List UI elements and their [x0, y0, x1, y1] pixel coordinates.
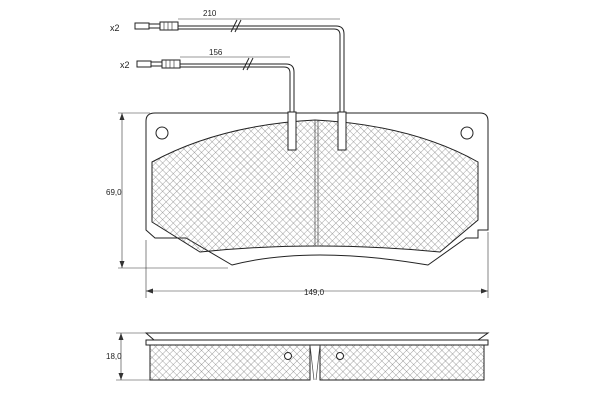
mounting-hole-left — [155, 126, 169, 140]
sensor-wire-210 — [134, 18, 345, 150]
dimension-thickness — [116, 332, 150, 381]
sensor-length-1: 210 — [203, 9, 217, 18]
sensor-qty-2: x2 — [120, 60, 130, 70]
width-label: 149,0 — [304, 288, 325, 297]
sensor-qty-1: x2 — [110, 23, 120, 33]
friction-block-right — [319, 344, 485, 381]
sensor-plug-210 — [134, 22, 150, 30]
pad-side-view — [144, 332, 490, 381]
sensor-wire-156 — [136, 56, 295, 150]
mounting-hole-right — [460, 126, 474, 140]
height-label: 69,0 — [106, 188, 122, 197]
backing-plate — [145, 112, 489, 266]
thickness-label: 18,0 — [106, 352, 122, 361]
dimension-height — [118, 112, 228, 269]
pad-front-view — [145, 111, 489, 266]
dimension-width — [145, 232, 489, 298]
sensor-length-2: 156 — [209, 48, 223, 57]
sensor-tip-210 — [337, 111, 347, 151]
backing-plate-edge — [144, 332, 490, 341]
friction-block-left — [149, 344, 311, 381]
sensor-plug-156 — [136, 60, 152, 68]
sensor-port-right — [336, 352, 344, 360]
sensor-port-left — [284, 352, 292, 360]
sensor-tip-156 — [287, 111, 297, 151]
